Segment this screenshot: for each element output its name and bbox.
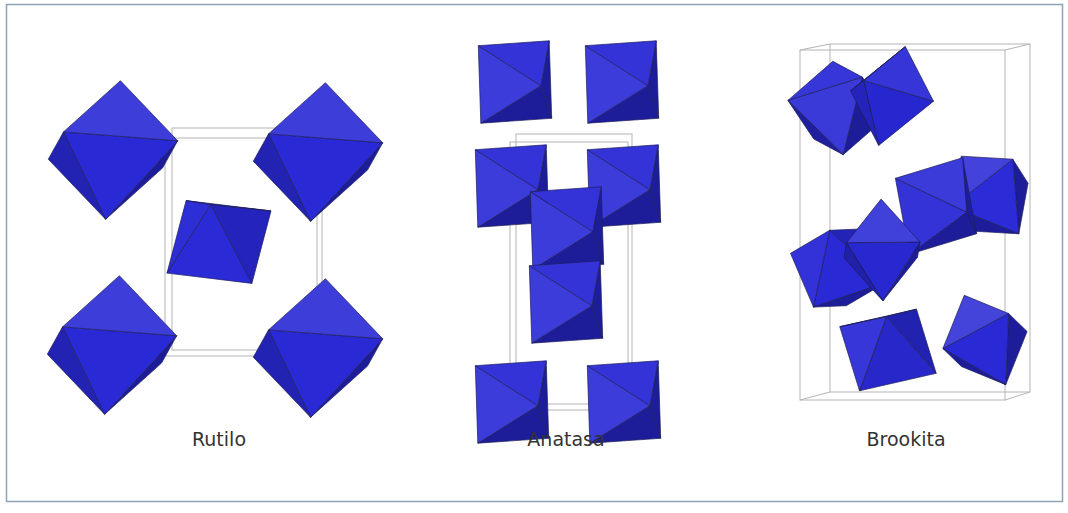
octahedron-face [587, 361, 658, 406]
octahedron-face [943, 295, 1009, 348]
octahedron-face [851, 81, 879, 146]
octahedron-face [851, 47, 906, 91]
octahedron-face [1006, 314, 1027, 385]
octahedron-face [585, 41, 656, 86]
octahedron-face [864, 47, 934, 102]
octahedron-face [844, 243, 883, 301]
octahedron-face [186, 201, 271, 211]
octahedron-face [475, 145, 546, 190]
octahedron-face [791, 230, 830, 307]
octahedron-face [253, 134, 310, 221]
octahedron-face [63, 276, 177, 336]
octahedron-face [847, 199, 921, 243]
octahedron-face [788, 61, 862, 100]
octahedron-face [211, 205, 271, 284]
polymorph-name: Rutilo [192, 428, 246, 451]
octahedron-face [529, 261, 600, 306]
frame-border [7, 5, 1063, 502]
unit-cell [800, 392, 830, 400]
octahedron-face [895, 158, 966, 213]
octahedron-face [887, 309, 937, 373]
octahedron-face [47, 327, 104, 414]
octahedra [47, 41, 1028, 443]
octahedron-face [167, 201, 211, 274]
octahedron-face [253, 330, 310, 417]
octahedron-face [478, 41, 549, 86]
polymorph-name: Anatasa [527, 428, 604, 451]
octahedron-face [48, 132, 105, 219]
unit-cell [1005, 44, 1030, 50]
octahedron-face [587, 145, 658, 190]
octahedron-face [269, 279, 383, 339]
octahedron-face [475, 361, 546, 406]
octahedron-face [530, 187, 601, 232]
polymorph-name: Brookita [866, 428, 945, 451]
octahedron-face [943, 349, 1006, 385]
octahedron-face [269, 83, 383, 143]
octahedron-face [64, 81, 178, 141]
octahedron-face [840, 317, 887, 391]
octahedron-face [840, 309, 917, 327]
unit-cell [830, 44, 1030, 392]
octahedron-face [788, 100, 843, 154]
